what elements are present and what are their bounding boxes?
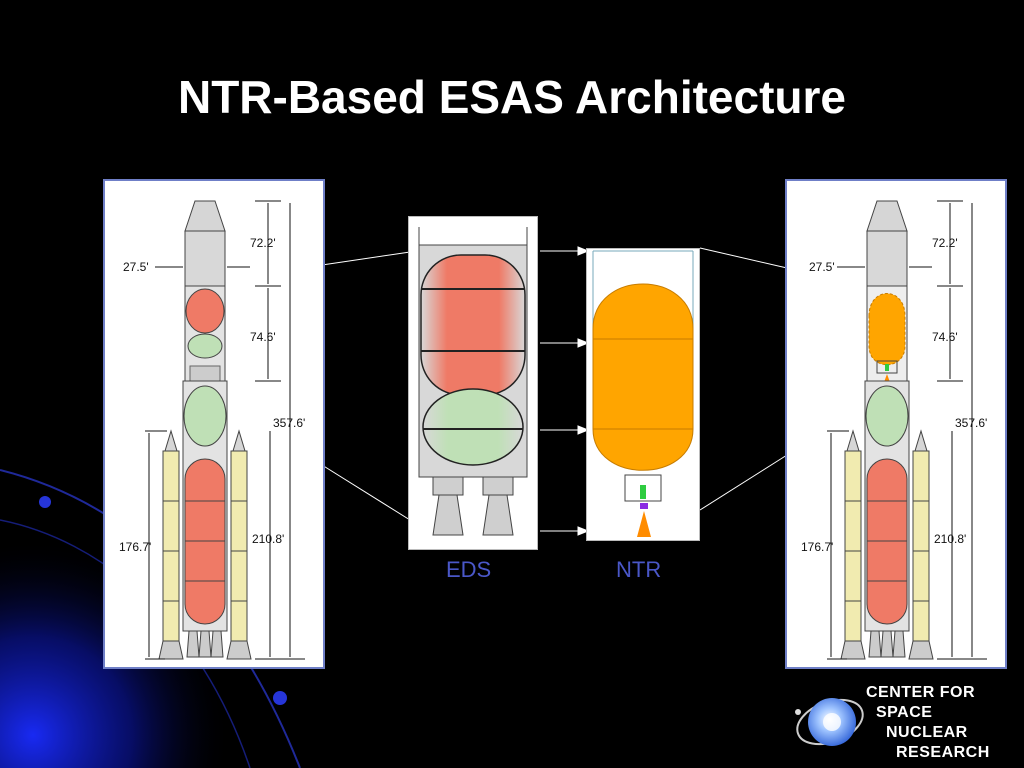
left-dim-27: 27.5' [123, 260, 149, 274]
right-dim-176: 176.7' [801, 540, 833, 554]
left-dim-72: 72.2' [250, 236, 276, 250]
logo-line-2: SPACE [876, 704, 933, 721]
csnr-logo: CENTER FOR SPACE NUCLEAR RESEARCH [788, 682, 1024, 768]
logo-line-1: CENTER FOR [866, 684, 975, 701]
eds-caption: EDS [446, 557, 492, 582]
eds-diagram [418, 227, 528, 536]
right-dim-74: 74.6' [932, 330, 958, 344]
left-dim-74: 74.6' [250, 330, 276, 344]
right-vehicle-diagram: 72.2' 27.5' 74.6' 357.6' 176.7' 210.8' [801, 200, 987, 660]
left-dim-176: 176.7' [119, 540, 151, 554]
right-vehicle-panel: 72.2' 27.5' 74.6' 357.6' 176.7' 210.8' [785, 179, 1007, 669]
atom-logo-icon [795, 698, 864, 746]
right-dim-357: 357.6' [955, 416, 987, 430]
left-dim-357: 357.6' [273, 416, 305, 430]
ntr-panel [586, 248, 700, 541]
right-dim-72: 72.2' [932, 236, 958, 250]
logo-line-3: NUCLEAR [886, 724, 968, 741]
eds-panel [408, 216, 538, 550]
slide-title: NTR-Based ESAS Architecture [177, 71, 846, 123]
left-dim-210: 210.8' [252, 532, 284, 546]
right-dim-27: 27.5' [809, 260, 835, 274]
left-vehicle-diagram: 72.2' 27.5' 74.6' 357.6' 176.7' 210.8' [119, 200, 305, 660]
ntr-diagram [592, 250, 694, 537]
left-vehicle-panel: 72.2' 27.5' 74.6' 357.6' 176.7' 210.8' [103, 179, 325, 669]
logo-line-4: RESEARCH [896, 744, 990, 761]
ntr-caption: NTR [616, 557, 662, 582]
right-dim-210: 210.8' [934, 532, 966, 546]
